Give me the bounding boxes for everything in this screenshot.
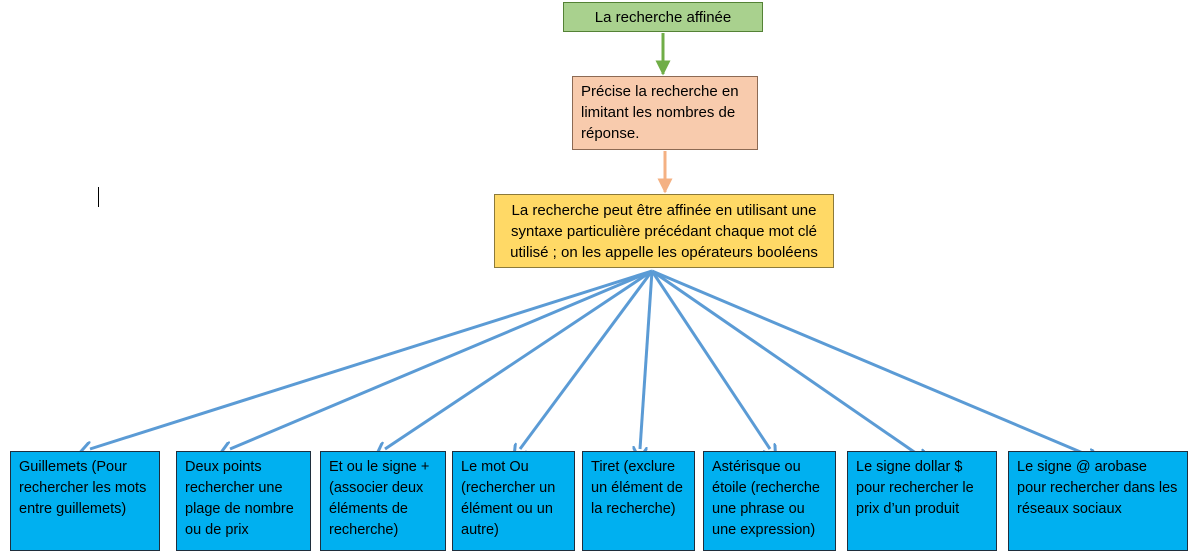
node-precise: Précise la recherche en limitant les nom…	[572, 76, 758, 150]
node-precise-label: Précise la recherche en limitant les nom…	[581, 83, 739, 142]
leaf-ou-label: Le mot Ou (rechercher un élément ou un a…	[461, 459, 556, 538]
leaf-tiret: Tiret (exclure un élément de la recherch…	[582, 451, 695, 551]
node-boolean-operators: La recherche peut être affinée en utilis…	[494, 194, 834, 268]
leaf-arobase-label: Le signe @ arobase pour rechercher dans …	[1017, 459, 1178, 517]
arrow-to-arobase	[651, 269, 1090, 456]
leaf-deux-points-label: Deux points rechercher une plage de nomb…	[185, 459, 294, 538]
arrow-to-asterisque	[650, 270, 770, 449]
node-title-label: La recherche affinée	[594, 8, 732, 26]
leaf-arobase: Le signe @ arobase pour rechercher dans …	[1008, 451, 1188, 551]
leaf-dollar-label: Le signe dollar $ pour rechercher le pri…	[856, 459, 974, 517]
leaf-dollar: Le signe dollar $ pour rechercher le pri…	[847, 451, 997, 551]
arrow-to-et-plus	[385, 269, 653, 449]
arrow-to-guillemets	[90, 269, 653, 449]
arrow-to-deux-points	[230, 269, 653, 449]
leaf-et-plus: Et ou le signe + (associer deux éléments…	[320, 451, 446, 551]
leaf-guillemets-label: Guillemets (Pour rechercher les mots ent…	[19, 459, 147, 517]
arrow-to-ou	[520, 270, 654, 449]
text-cursor	[98, 187, 99, 207]
leaf-asterisque-label: Astérisque ou étoile (recherche une phra…	[712, 459, 820, 538]
arrow-to-tiret	[640, 270, 654, 449]
leaf-ou: Le mot Ou (rechercher un élément ou un a…	[452, 451, 575, 551]
leaf-guillemets: Guillemets (Pour rechercher les mots ent…	[10, 451, 160, 551]
leaf-et-plus-label: Et ou le signe + (associer deux éléments…	[329, 459, 430, 538]
node-boolean-operators-label: La recherche peut être affinée en utilis…	[510, 202, 818, 261]
arrow-to-dollar	[651, 269, 920, 456]
node-title: La recherche affinée	[563, 2, 763, 32]
leaf-asterisque: Astérisque ou étoile (recherche une phra…	[703, 451, 836, 551]
leaf-tiret-label: Tiret (exclure un élément de la recherch…	[591, 459, 683, 517]
leaf-deux-points: Deux points rechercher une plage de nomb…	[176, 451, 311, 551]
